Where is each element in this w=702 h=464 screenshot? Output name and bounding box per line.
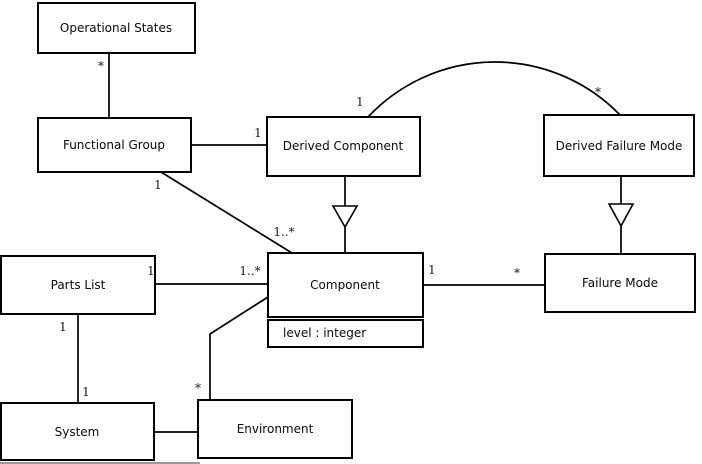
association-component-environment[interactable]	[209, 296, 269, 400]
class-title: Derived Component	[283, 139, 404, 153]
generalization-derivedfailuremode-failuremode[interactable]	[607, 176, 635, 254]
multiplicity-label: 1..*	[273, 225, 294, 239]
class-title: Parts List	[51, 278, 106, 292]
generalization-derivedcomponent-component[interactable]	[331, 176, 359, 253]
multiplicity-label: *	[514, 266, 520, 280]
class-operational-states[interactable]: Operational States	[37, 2, 196, 54]
class-functional-group[interactable]: Functional Group	[37, 117, 192, 173]
class-title: Failure Mode	[582, 276, 658, 290]
multiplicity-label: *	[98, 59, 104, 73]
multiplicity-label: 1	[82, 385, 90, 399]
class-title: System	[55, 425, 100, 439]
class-environment[interactable]: Environment	[197, 399, 353, 459]
generalization-triangle-icon	[607, 203, 635, 228]
multiplicity-label: 1..*	[239, 264, 260, 278]
screenshot-edge-artifact	[0, 462, 200, 464]
class-parts-list[interactable]: Parts List	[0, 255, 156, 315]
multiplicity-label: 1	[154, 178, 162, 192]
multiplicity-label: 1	[356, 95, 364, 109]
class-title: Derived Failure Mode	[556, 139, 683, 153]
class-derived-failure-mode[interactable]: Derived Failure Mode	[543, 114, 695, 177]
association-functionalgroup-component[interactable]	[160, 171, 293, 254]
multiplicity-label: *	[595, 85, 601, 99]
association-derivedcomponent-derivedfailuremode-arc[interactable]	[367, 61, 621, 118]
generalization-triangle-icon	[331, 205, 359, 229]
attribute-compartment	[267, 319, 424, 348]
class-failure-mode[interactable]: Failure Mode	[544, 253, 696, 313]
class-title: Functional Group	[63, 138, 165, 152]
multiplicity-label: 1	[147, 264, 155, 278]
multiplicity-label: 1	[254, 126, 262, 140]
class-derived-component[interactable]: Derived Component	[266, 116, 421, 177]
class-attribute: level : integer	[283, 326, 366, 340]
class-title: Component	[310, 278, 380, 292]
multiplicity-label: *	[195, 381, 201, 395]
multiplicity-label: 1	[59, 320, 67, 334]
multiplicity-label: 1	[428, 263, 436, 277]
class-title: Operational States	[60, 21, 172, 35]
class-component[interactable]: Component level : integer	[267, 252, 424, 348]
class-system[interactable]: System	[0, 402, 155, 461]
class-title: Environment	[237, 422, 314, 436]
